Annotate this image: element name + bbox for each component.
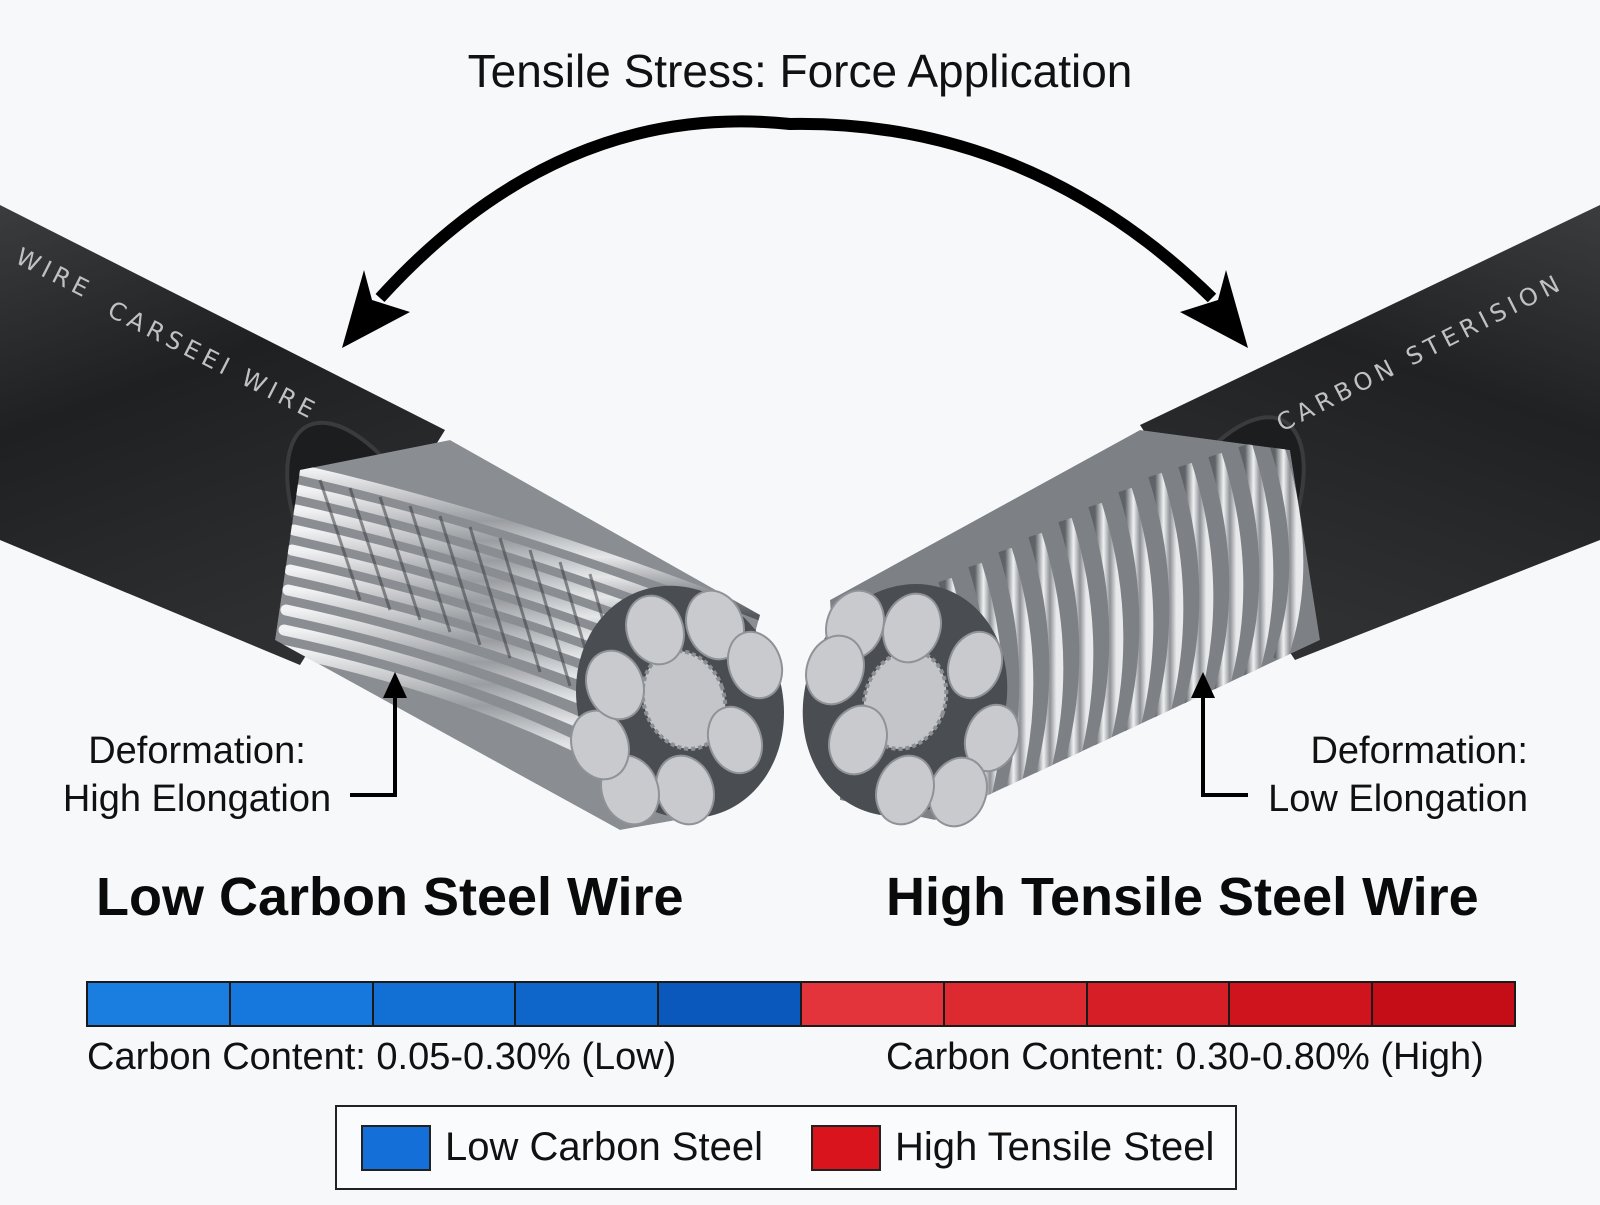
scale-segment — [801, 983, 945, 1025]
legend-label: Low Carbon Steel — [445, 1125, 763, 1169]
legend: Low Carbon Steel High Tensile Steel — [335, 1105, 1237, 1190]
legend-label: High Tensile Steel — [894, 1125, 1215, 1169]
high-carbon-range-label: Carbon Content: 0.30-0.80% (High) — [886, 1036, 1484, 1078]
low-carbon-range-label: Carbon Content: 0.05-0.30% (Low) — [87, 1036, 677, 1078]
scale-segment — [516, 983, 660, 1025]
left-deformation-line1: Deformation: — [88, 730, 306, 772]
scale-segment — [1373, 983, 1514, 1025]
scale-segment — [659, 983, 802, 1025]
scale-segment — [944, 983, 1088, 1025]
double-curved-arrow-icon — [342, 115, 1248, 348]
diagram-title: Tensile Stress: Force Application — [467, 45, 1133, 97]
legend-item-low-carbon: Low Carbon Steel — [361, 1124, 763, 1171]
legend-item-high-tensile: High Tensile Steel — [810, 1124, 1215, 1171]
left-annotation-arrow-icon — [350, 672, 407, 797]
right-deformation-line1: Deformation: — [1310, 730, 1528, 772]
scale-segment — [1087, 983, 1231, 1025]
carbon-content-scale-bar — [86, 981, 1516, 1027]
right-cross-section — [802, 583, 1021, 828]
left-deformation-label: Deformation: High Elongation — [52, 727, 342, 823]
left-deformation-line2: High Elongation — [62, 778, 332, 820]
left-cross-section — [570, 585, 784, 826]
scale-segment — [230, 983, 374, 1025]
legend-swatch-red — [810, 1124, 881, 1171]
legend-swatch-blue — [361, 1124, 431, 1171]
scale-segment — [88, 983, 231, 1025]
right-annotation-arrow-icon — [1191, 672, 1248, 797]
scale-segment — [1230, 983, 1374, 1025]
scale-segment — [373, 983, 517, 1025]
right-deformation-line2: Low Elongation — [1268, 778, 1528, 820]
low-carbon-heading: Low Carbon Steel Wire — [96, 867, 684, 927]
high-tensile-heading: High Tensile Steel Wire — [886, 867, 1479, 927]
right-deformation-label: Deformation: Low Elongation — [1238, 727, 1528, 823]
